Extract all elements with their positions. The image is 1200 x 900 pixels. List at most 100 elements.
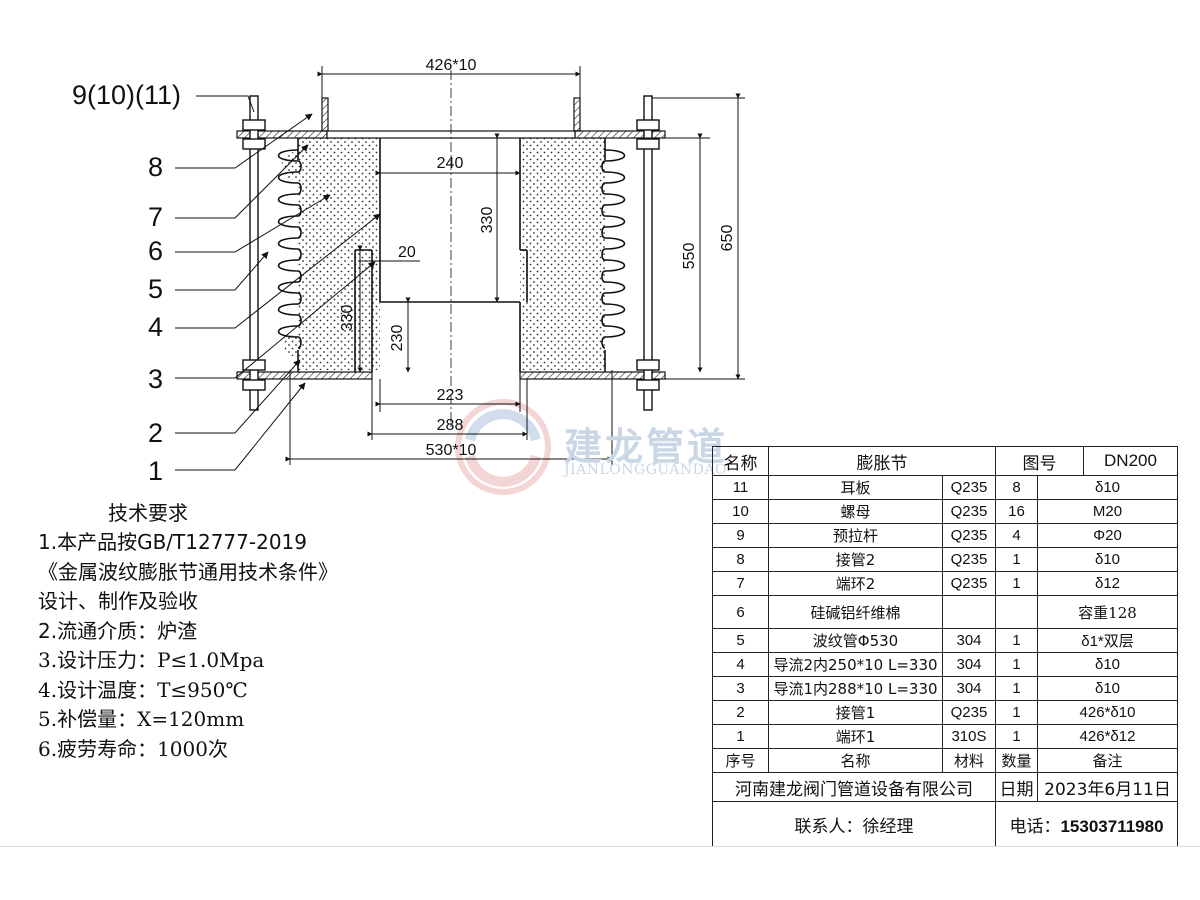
bom-contact: 联系人：徐经理 (712, 801, 996, 847)
bom-col-no: 序号 (712, 748, 769, 773)
bom-cell-note: Φ20 (1037, 523, 1178, 548)
technical-requirements: 技术要求 1.本产品按GB/T12777-2019 《金属波纹膨胀节通用技术条件… (38, 498, 418, 764)
bellows-convolutions (277, 149, 626, 349)
bom-cell-note: M20 (1037, 499, 1178, 524)
bom-cell-no: 4 (712, 652, 769, 677)
bom-cell-no: 1 (712, 724, 769, 749)
dim-550: 550 (681, 243, 698, 270)
bom-cell-name: 波纹管Φ530 (768, 628, 943, 653)
bom-cell-qty: 1 (995, 676, 1038, 701)
callout-5: 5 (148, 274, 163, 304)
bom-columns-row: 序号名称材料数量备注 (712, 748, 1178, 773)
bom-cell-note: δ10 (1037, 676, 1178, 701)
bom-cell-name: 预拉杆 (768, 523, 943, 548)
bom-cell-note: δ12 (1037, 571, 1178, 596)
bom-cell-note: 426*δ10 (1037, 700, 1178, 725)
bom-cell-material: Q235 (942, 475, 996, 500)
bom-cell-no: 7 (712, 571, 769, 596)
bom-cell-no: 10 (712, 499, 769, 524)
dim-426: 426*10 (426, 57, 477, 74)
bottom-rule (0, 846, 1200, 847)
bom-cell-note: δ10 (1037, 547, 1178, 572)
dim-240: 240 (437, 155, 464, 172)
bom-phone: 电话：15303711980 (995, 801, 1178, 847)
callout-6: 6 (148, 236, 163, 266)
bom-phone-value: 15303711980 (1060, 816, 1164, 836)
bom-name-value: 膨胀节 (768, 446, 996, 476)
bom-cell-material: 310S (942, 724, 996, 749)
bom-date-value: 2023年6月11日 (1037, 772, 1178, 802)
bom-cell-note: 426*δ12 (1037, 724, 1178, 749)
bom-cell-name: 硅碱铝纤维棉 (768, 595, 943, 629)
bom-cell-qty: 1 (995, 652, 1038, 677)
bom-cell-name: 螺母 (768, 499, 943, 524)
bom-cell-qty: 1 (995, 628, 1038, 653)
bom-cell-note: 容重128 (1037, 595, 1178, 629)
callout-1: 1 (148, 456, 163, 486)
dim-288: 288 (437, 417, 464, 434)
bom-cell-name: 导流1内288*10 L=330 (768, 676, 943, 701)
bom-contact-row: 联系人：徐经理电话：15303711980 (712, 801, 1178, 847)
bom-cell-qty: 16 (995, 499, 1038, 524)
insulation-fill (281, 138, 605, 370)
tech-line-3: 设计、制作及验收 (38, 589, 198, 613)
bom-name-label: 名称 (712, 446, 769, 476)
leader-lines (175, 95, 381, 471)
bom-cell-qty (995, 595, 1038, 629)
bom-cell-material: Q235 (942, 499, 996, 524)
bom-cell-no: 9 (712, 523, 769, 548)
bom-cell-qty: 1 (995, 571, 1038, 596)
bom-cell-name: 耳板 (768, 475, 943, 500)
tech-line-8: 6.疲劳寿命：1000次 (38, 736, 228, 761)
bom-cell-material: 304 (942, 628, 996, 653)
bom-cell-material: 304 (942, 652, 996, 677)
bom-cell-material: Q235 (942, 571, 996, 596)
bom-cell-qty: 1 (995, 547, 1038, 572)
dim-230: 230 (389, 325, 406, 352)
tech-line-5: 3.设计压力：P≤1.0Mpa (38, 648, 265, 672)
dim-650: 650 (719, 225, 736, 252)
bom-cell-note: δ10 (1037, 475, 1178, 500)
tech-line-4: 2.流通介质：炉渣 (38, 618, 198, 643)
callout-4: 4 (148, 312, 163, 342)
callout-8: 8 (148, 152, 163, 182)
bom-cell-qty: 8 (995, 475, 1038, 500)
bom-cell-no: 2 (712, 700, 769, 725)
bom-cell-name: 接管1 (768, 700, 943, 725)
bom-cell-no: 5 (712, 628, 769, 653)
bom-cell-no: 8 (712, 547, 769, 572)
bom-cell-name: 端环2 (768, 571, 943, 596)
bom-company: 河南建龙阀门管道设备有限公司 (712, 772, 996, 802)
dim-223: 223 (437, 387, 464, 404)
bom-cell-material: Q235 (942, 547, 996, 572)
bom-cell-qty: 1 (995, 724, 1038, 749)
callout-9-10-11: 9(10)(11) (72, 80, 181, 110)
tech-line-1: 1.本产品按GB/T12777-2019 (38, 530, 307, 554)
dim-330-lower: 330 (339, 305, 356, 332)
bom-drawing-label: 图号 (995, 446, 1084, 476)
bom-cell-qty: 4 (995, 523, 1038, 548)
tech-title: 技术要求 (108, 501, 188, 525)
bom-col-name: 名称 (768, 748, 943, 773)
bom-cell-note: δ1*双层 (1037, 628, 1178, 653)
bom-cell-no: 3 (712, 676, 769, 701)
bom-cell-no: 11 (712, 475, 769, 500)
tech-line-7: 5.补偿量：X=120mm (38, 707, 245, 731)
tie-rods (242, 95, 660, 411)
bom-drawing-value: DN200 (1083, 446, 1178, 476)
dim-530: 530*10 (426, 442, 477, 459)
bom-header-row: 名称 膨胀节 图号 DN200 (712, 446, 1178, 476)
bom-cell-name: 接管2 (768, 547, 943, 572)
